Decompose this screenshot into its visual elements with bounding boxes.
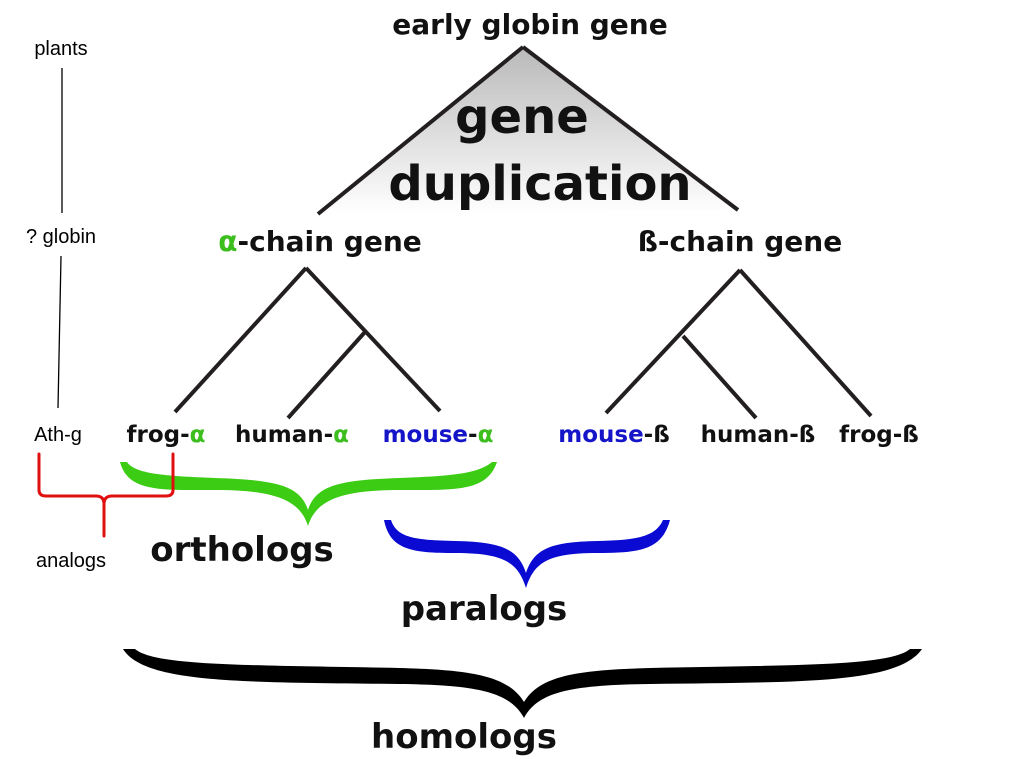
root-label: early globin gene [392,8,667,41]
orthologs-label: orthologs [150,530,334,570]
beta-branch-frog [738,268,873,418]
leaf-human-alpha-symbol: α [333,422,349,448]
paralogs-label: paralogs [401,589,568,629]
leaf-mouse-beta-suffix: -ß [644,422,670,448]
beta-branch-human [681,334,758,420]
event-label-duplication: duplication [388,156,691,212]
homologs-label: homologs [371,717,557,757]
duplication-shading [318,47,738,214]
alpha-branch-frog [173,266,308,414]
leaf-frog-beta: frog-ß [839,422,919,448]
side-label-ath-g: Ath-g [34,424,82,446]
paralogs-brace [384,520,670,588]
leaf-mouse-alpha-prefix: mouse [383,422,468,448]
root-branch-alpha [316,45,525,216]
leaf-frog-alpha-symbol: α [190,422,206,448]
leaf-human-alpha-prefix: human- [235,422,333,448]
analogs-brace [37,452,175,538]
alpha-chain-label: α-chain gene [218,225,422,258]
event-label-gene: gene [455,89,589,145]
analogs-label: analogs [36,550,106,572]
alpha-branch-human [286,330,367,420]
alpha-symbol: α [218,225,237,258]
alpha-chain-text: -chain gene [237,225,421,258]
leaf-human-beta: human-ß [701,422,816,448]
root-branch-beta [521,45,740,212]
alpha-branch-mammal [304,266,442,413]
orthologs-brace [120,462,497,526]
leaf-mouse-alpha-dash: - [468,422,478,448]
side-label-plants: plants [34,38,87,60]
leaf-mouse-alpha-symbol: α [478,422,494,448]
leaf-human-alpha: human-α [235,422,349,448]
beta-branch-mouse [604,268,742,415]
homologs-brace [123,649,922,718]
leaf-mouse-alpha: mouse-α [383,422,494,448]
beta-chain-label: ß-chain gene [638,225,842,258]
leaf-mouse-beta-prefix: mouse [558,422,643,448]
side-label-globin: ? globin [26,226,96,248]
leaf-frog-alpha: frog-α [127,422,206,448]
side-tree-line-lower [57,255,62,409]
leaf-mouse-beta: mouse-ß [558,422,670,448]
leaf-frog-alpha-prefix: frog- [127,422,190,448]
